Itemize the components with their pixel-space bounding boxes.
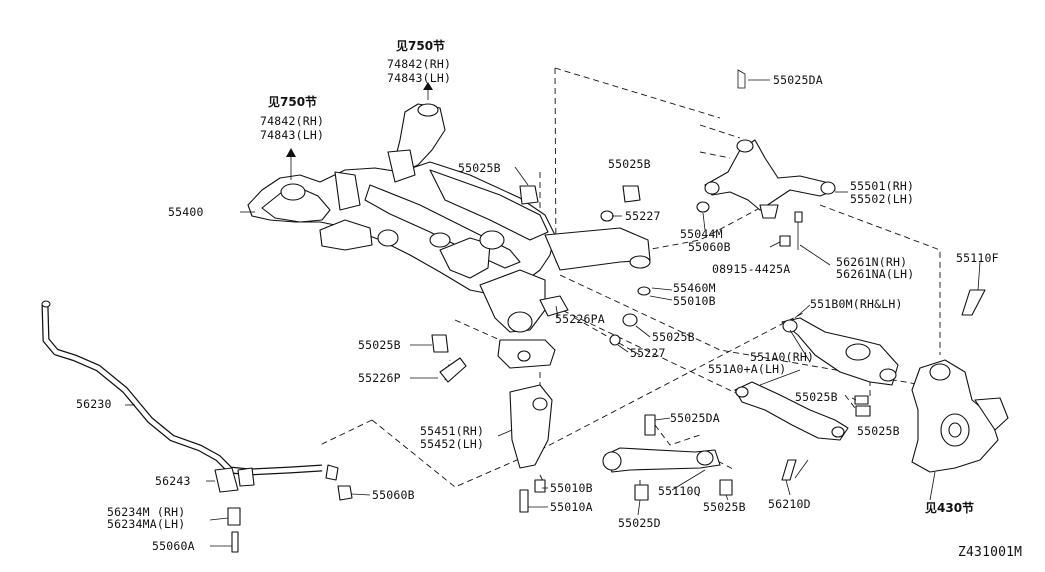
label-55025B-right: 55025B xyxy=(652,330,695,344)
upper-arm-55501 xyxy=(696,69,836,250)
label-55060B-top: 55060B xyxy=(688,240,731,254)
label-56234MA: 56234MA(LH) xyxy=(107,517,185,531)
up-arrow-icon xyxy=(286,82,433,180)
label-55025B-rr: 55025B xyxy=(795,390,838,404)
label-55025B-left: 55025B xyxy=(358,338,401,352)
label-56210D: 56210D xyxy=(768,497,811,511)
link-55110Q xyxy=(602,414,809,501)
bracket-55451 xyxy=(509,384,553,513)
leader-lines xyxy=(125,79,981,547)
label-74842-top: 74842(RH) xyxy=(387,57,451,71)
label-56261N: 56261N(RH) xyxy=(836,255,907,269)
label-55452: 55452(LH) xyxy=(420,437,484,451)
label-55060A: 55060A xyxy=(152,539,195,553)
label-55460M: 55460M xyxy=(673,281,716,295)
label-56261NA: 56261NA(LH) xyxy=(836,267,914,281)
label-55025B-rr2: 55025B xyxy=(857,424,900,438)
label-74842-left: 74842(RH) xyxy=(260,114,324,128)
label-55226PA: 55226PA xyxy=(555,312,605,326)
label-55227-top: 55227 xyxy=(625,209,661,223)
diagram-id: Z431001M xyxy=(958,545,1022,560)
label-55010B-top: 55010B xyxy=(673,294,716,308)
label-55025B-bottom: 55025B xyxy=(703,500,746,514)
label-551A0: 551A0(RH) xyxy=(750,350,814,364)
label-551A0A: 551A0+A(LH) xyxy=(708,362,786,376)
label-55010A: 55010A xyxy=(550,500,593,514)
label-55226P: 55226P xyxy=(358,371,401,385)
label-74843-left: 74843(LH) xyxy=(260,128,324,142)
label-55110Q: 55110Q xyxy=(658,484,701,498)
lower-arm-551B0M xyxy=(781,317,899,386)
lower-link-551A0 xyxy=(734,381,849,441)
small-parts xyxy=(431,185,986,417)
label-551B0M: 551B0M(RH&LH) xyxy=(810,297,903,311)
label-56234M: 56234M (RH) xyxy=(107,505,185,519)
label-08915-4425A: 08915-4425A xyxy=(712,262,790,276)
label-55060B-bottom: 55060B xyxy=(372,488,415,502)
label-55025D: 55025D xyxy=(618,516,661,530)
ref-750-top: 见750节 xyxy=(396,38,445,53)
label-55010B-bottom: 55010B xyxy=(550,481,593,495)
knuckle xyxy=(911,359,1009,473)
label-55025DA-bottom: 55025DA xyxy=(670,411,720,425)
label-55110F: 55110F xyxy=(956,251,999,265)
label-55025DA-top: 55025DA xyxy=(773,73,823,87)
ref-430: 见430节 xyxy=(925,500,974,515)
label-55451: 55451(RH) xyxy=(420,424,484,438)
label-55501: 55501(RH) xyxy=(850,179,914,193)
label-55502: 55502(LH) xyxy=(850,192,914,206)
label-55044M: 55044M xyxy=(680,227,723,241)
subframe-55400 xyxy=(247,103,651,369)
label-55400: 55400 xyxy=(168,205,204,219)
label-56230: 56230 xyxy=(76,397,112,411)
label-74843-top: 74843(LH) xyxy=(387,71,451,85)
label-55025B-mid: 55025B xyxy=(608,157,651,171)
label-55025B-top: 55025B xyxy=(458,161,501,175)
label-55227-bottom: 55227 xyxy=(630,346,666,360)
stabilizer-bar-56230 xyxy=(41,300,353,553)
ref-750-left: 见750节 xyxy=(268,94,317,109)
part-labels: 见750节 74842(RH) 74843(LH) 见750节 74842(RH… xyxy=(76,38,1022,560)
label-56243: 56243 xyxy=(155,474,191,488)
